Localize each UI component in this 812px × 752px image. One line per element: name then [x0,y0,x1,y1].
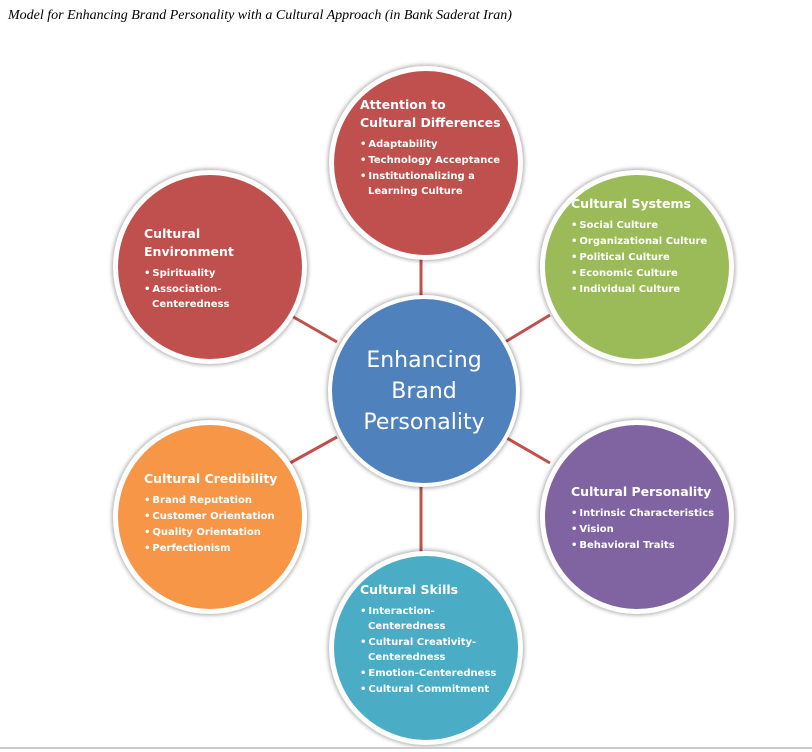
node-item: Intrinsic Characteristics [571,506,715,521]
bottom-divider [0,747,812,749]
node-title: Cultural Personality [571,484,712,499]
connector-bottom-right [504,435,551,465]
node-cultural-systems: Cultural SystemsSocial CultureOrganizati… [540,170,734,364]
node-content: Cultural EnvironmentSpiritualityAssociat… [144,225,288,313]
figure-caption: Model for Enhancing Brand Personality wi… [8,8,512,23]
node-items: Intrinsic CharacteristicsVisionBehaviora… [571,506,715,553]
node-item: Cultural Commitment [360,682,504,697]
node-item: Vision [571,522,715,537]
node-item: Behavioral Traits [571,538,715,553]
center-node: Enhancing Brand Personality [328,295,520,487]
node-title: Cultural Skills [360,582,459,597]
node-item: Institutionalizing a Learning Culture [360,169,504,199]
connector-top-right [504,313,551,344]
node-item: Brand Reputation [144,493,288,508]
node-items: Interaction-CenterednessCultural Creativ… [360,604,504,697]
node-item: Cultural Creativity-Centeredness [360,635,504,665]
node-title: Attention to Cultural Differences [360,97,501,130]
node-title: Cultural Systems [571,196,691,211]
node-item: Perfectionism [144,541,288,556]
node-content: Cultural PersonalityIntrinsic Characteri… [571,483,715,554]
node-cultural-skills: Cultural SkillsInteraction-CenterednessC… [329,551,523,745]
node-content: Attention to Cultural DifferencesAdaptab… [360,96,504,200]
node-title: Cultural Credibility [144,471,278,486]
node-cultural-credibility: Cultural CredibilityBrand ReputationCust… [113,420,307,614]
node-items: AdaptabilityTechnology AcceptanceInstitu… [360,137,504,199]
node-item: Political Culture [571,250,715,265]
node-item: Individual Culture [571,282,715,297]
center-label: Enhancing Brand Personality [363,347,485,435]
node-item: Adaptability [360,137,504,152]
node-item: Economic Culture [571,266,715,281]
node-item: Emotion-Centeredness [360,666,504,681]
node-item: Interaction-Centeredness [360,604,504,634]
node-item: Organizational Culture [571,234,715,249]
node-items: Brand ReputationCustomer OrientationQual… [144,493,288,556]
node-item: Quality Orientation [144,525,288,540]
connector-top-left [289,313,338,344]
node-item: Association-Centeredness [144,282,288,312]
node-items: Social CultureOrganizational CulturePoli… [571,218,715,297]
node-content: Cultural SkillsInteraction-CenterednessC… [360,581,504,698]
connector-bottom-left [289,435,338,465]
node-item: Social Culture [571,218,715,233]
node-attention-to-cultural-differences: Attention to Cultural DifferencesAdaptab… [329,66,523,260]
node-item: Technology Acceptance [360,153,504,168]
node-item: Spirituality [144,266,288,281]
node-cultural-personality: Cultural PersonalityIntrinsic Characteri… [540,420,734,614]
node-cultural-environment: Cultural EnvironmentSpiritualityAssociat… [113,170,307,364]
node-item: Customer Orientation [144,509,288,524]
node-content: Cultural CredibilityBrand ReputationCust… [144,470,288,557]
node-title: Cultural Environment [144,226,234,259]
node-items: SpiritualityAssociation-Centeredness [144,266,288,312]
node-content: Cultural SystemsSocial CultureOrganizati… [571,195,715,298]
